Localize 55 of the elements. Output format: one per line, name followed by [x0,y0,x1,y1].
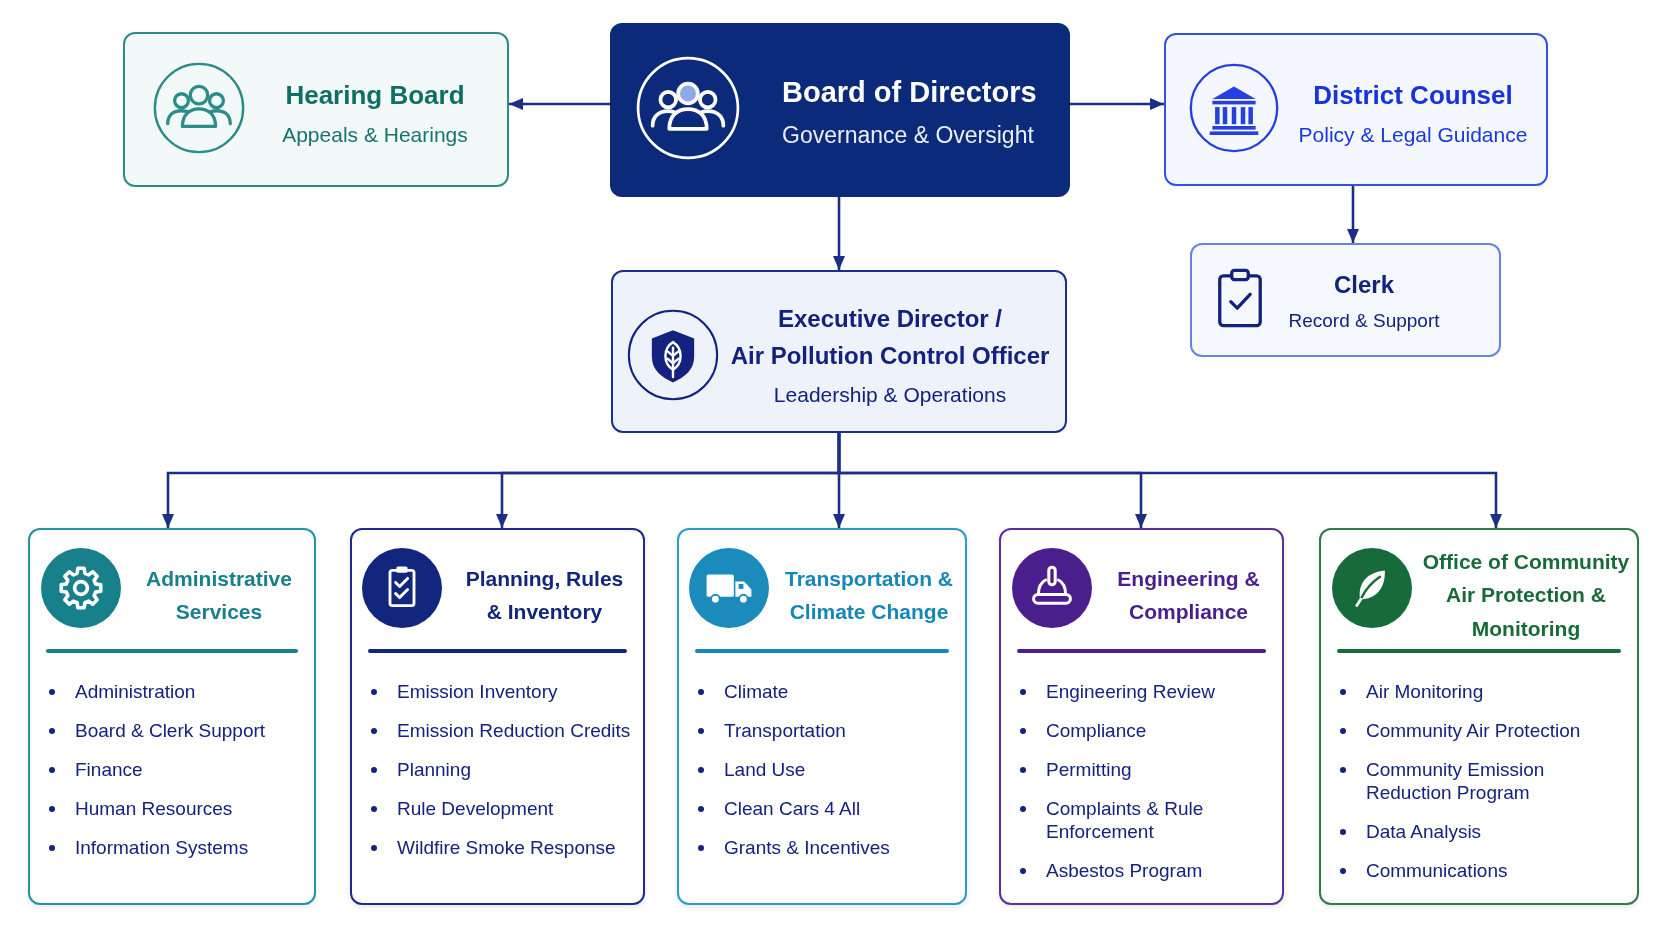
list-item: Finance [47,758,294,781]
list-item: Community Emission Reduction Program [1338,758,1611,804]
list-item: Community Air Protection [1338,719,1611,742]
arrow [509,98,610,110]
department-heading: Office of Community Air Protection & Monitoring [1422,549,1630,642]
list-item: Grants & Incentives [696,836,945,859]
list-item: Clean Cars 4 All [696,797,945,820]
list-item: Air Monitoring [1338,680,1611,703]
list-item: Board & Clerk Support [47,719,294,742]
list-item: Engineering Review [1018,680,1272,703]
arrow [1347,186,1359,243]
org-box [610,23,1070,197]
list-item: Permitting [1018,758,1272,781]
department-heading: Transportation & Climate Change [785,565,953,625]
list-item: Communications [1338,859,1611,882]
department-heading: Administrative Services [146,565,292,625]
box-title: Hearing Board [285,80,465,112]
box-title: District Counsel [1313,80,1513,112]
department-card [1319,528,1639,905]
list-item: Emission Reduction Credits [369,719,639,742]
list-item: Emission Inventory [369,680,639,703]
box-title: Executive Director / Air Pollution Control Officer [730,303,1050,371]
box-subtitle: Governance & Oversight [782,121,1034,150]
department-card [350,528,645,905]
department-heading: Planning, Rules & Inventory [465,565,624,625]
list-item: Rule Development [369,797,639,820]
list-item: Data Analysis [1338,820,1611,843]
arrow [837,433,1502,528]
list-item: Wildfire Smoke Response [369,836,639,859]
department-card [999,528,1284,905]
list-item: Climate [696,680,945,703]
department-card [28,528,316,905]
box-subtitle: Leadership & Operations [773,382,1007,408]
list-item: Administration [47,680,294,703]
department-card [677,528,967,905]
list-item: Complaints & Rule Enforcement [1018,797,1272,843]
list-item: Information Systems [47,836,294,859]
box-title: Board of Directors [782,74,1037,110]
org-box [1190,243,1501,357]
arrow [1070,98,1164,110]
box-subtitle: Record & Support [1288,310,1440,333]
box-subtitle: Policy & Legal Guidance [1298,121,1528,147]
arrow [833,197,845,270]
list-item: Planning [369,758,639,781]
org-box [123,32,509,187]
org-box [1164,33,1548,186]
department-heading: Engineering & Compliance [1117,565,1260,625]
list-item: Transportation [696,719,945,742]
box-title: Clerk [1333,271,1394,300]
box-subtitle: Appeals & Hearings [282,121,468,147]
list-item: Land Use [696,758,945,781]
list-item: Human Resources [47,797,294,820]
org-box [611,270,1067,433]
list-item: Asbestos Program [1018,859,1272,882]
list-item: Compliance [1018,719,1272,742]
